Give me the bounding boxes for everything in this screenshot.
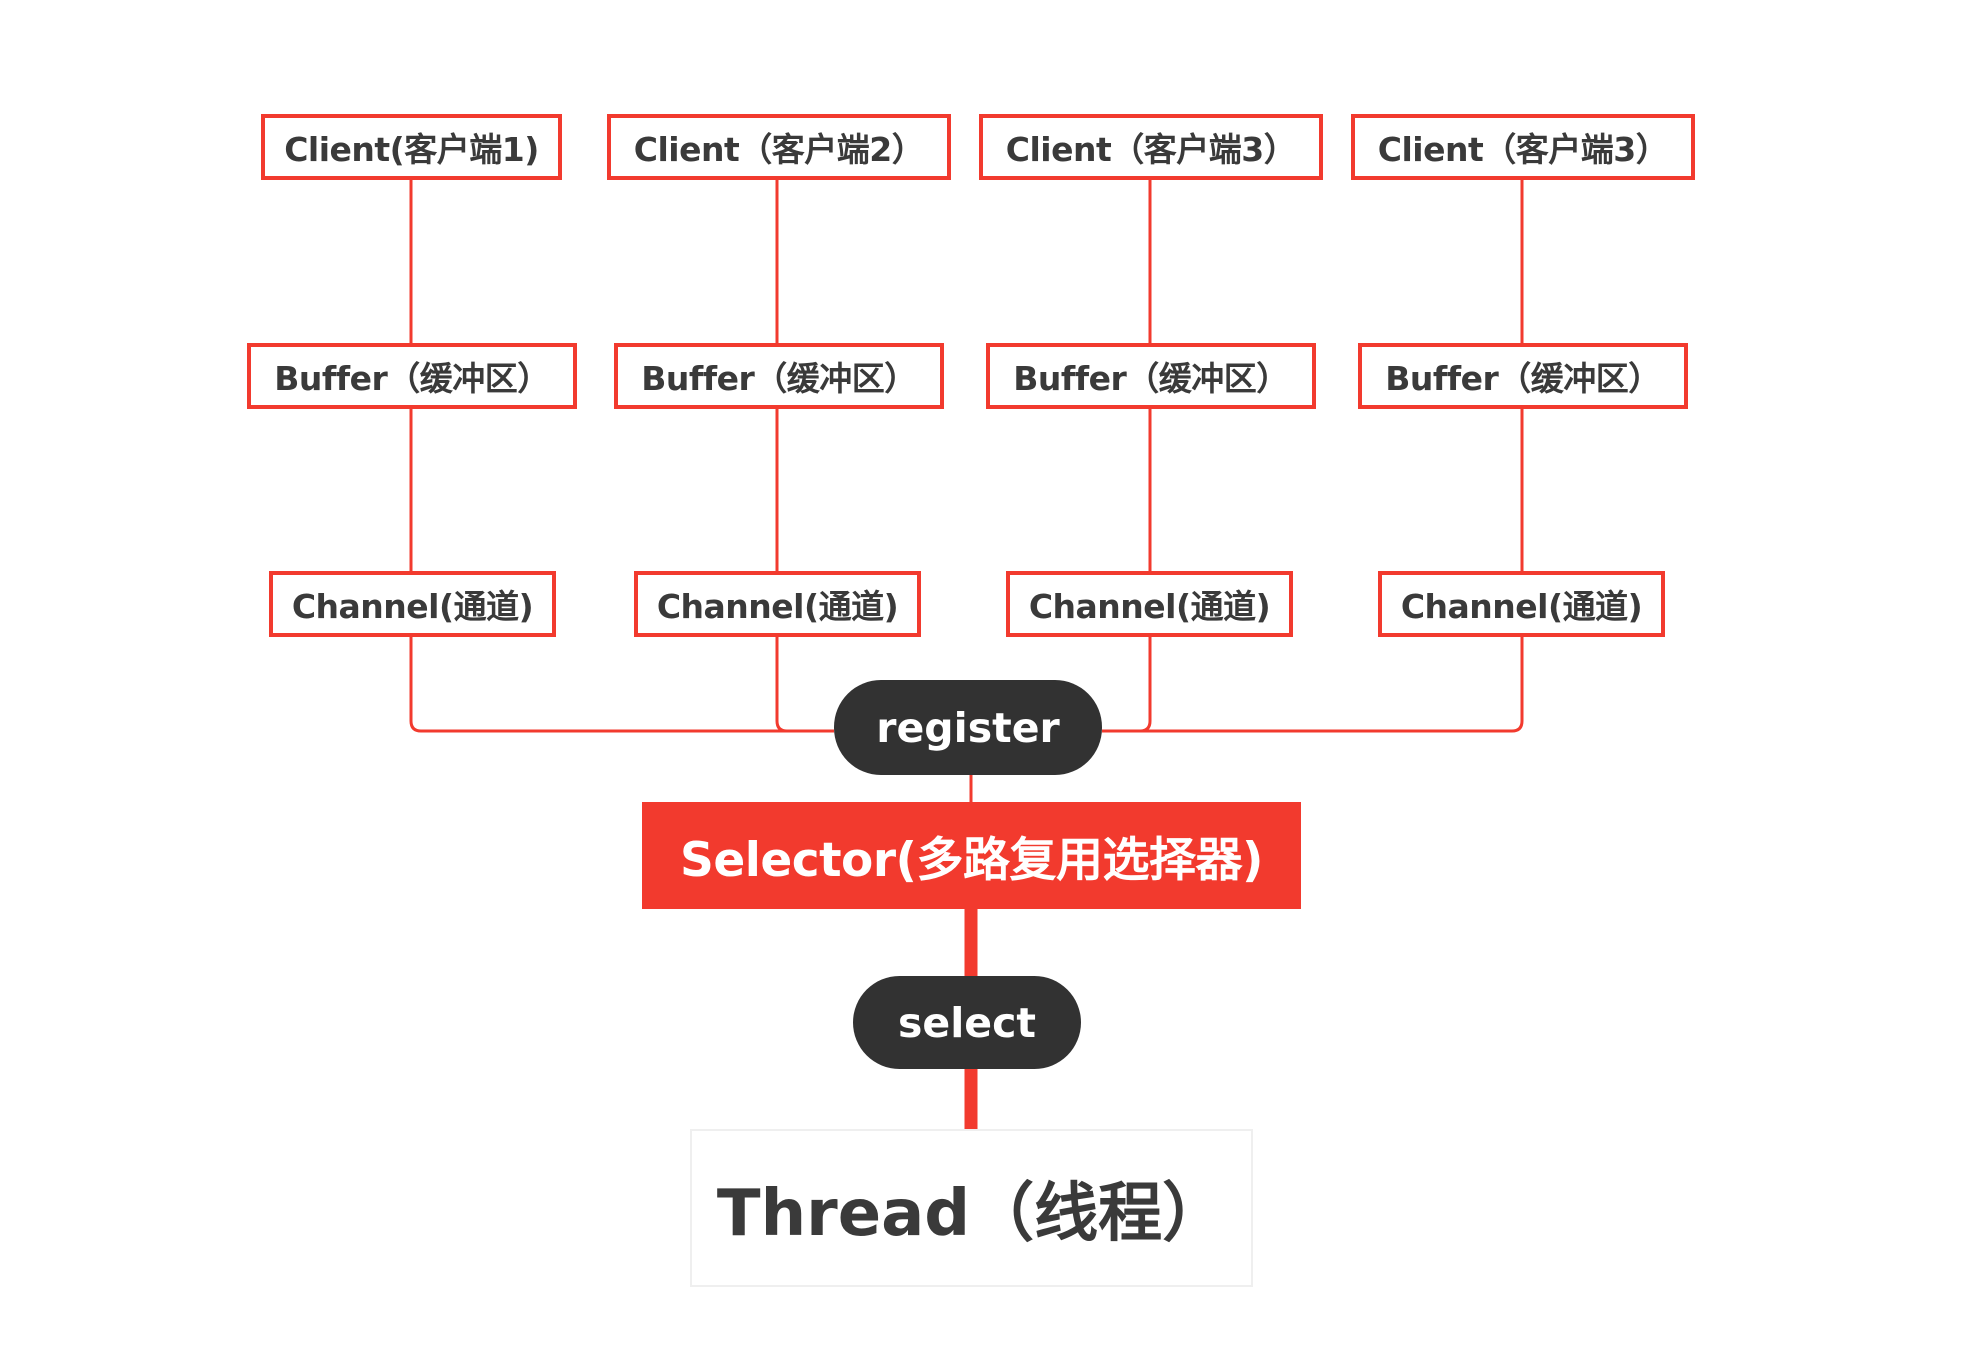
channel-node-2: Channel(通道) <box>634 571 921 637</box>
client-node-3: Client（客户端3） <box>979 114 1323 180</box>
channel-node-1-label: Channel(通道) <box>291 587 534 626</box>
thread-label: Thread（线程） <box>716 1177 1227 1251</box>
client-node-3-label: Client（客户端3） <box>1005 130 1297 169</box>
client-node-1: Client(客户端1) <box>261 114 562 180</box>
channel-node-4-label: Channel(通道) <box>1400 587 1643 626</box>
connector-channel2-register <box>775 635 834 733</box>
channel-node-1: Channel(通道) <box>269 571 556 637</box>
channel-node-2-label: Channel(通道) <box>656 587 899 626</box>
connector-channel4-register <box>1102 635 1524 733</box>
register-pill: register <box>834 680 1102 775</box>
connector-channel1-register <box>409 635 834 733</box>
thread-node: Thread（线程） <box>690 1129 1253 1287</box>
client-node-2: Client（客户端2） <box>607 114 951 180</box>
select-label: select <box>898 998 1036 1047</box>
buffer-node-4: Buffer（缓冲区） <box>1358 343 1688 409</box>
buffer-node-3: Buffer（缓冲区） <box>986 343 1316 409</box>
channel-node-3: Channel(通道) <box>1006 571 1293 637</box>
select-pill: select <box>853 976 1081 1069</box>
buffer-node-1: Buffer（缓冲区） <box>247 343 577 409</box>
client-node-1-label: Client(客户端1) <box>284 130 539 169</box>
buffer-node-1-label: Buffer（缓冲区） <box>274 359 550 398</box>
register-label: register <box>876 703 1060 752</box>
connector-channel3-register <box>1102 635 1152 733</box>
client-node-2-label: Client（客户端2） <box>633 130 925 169</box>
selector-label: Selector(多路复用选择器) <box>680 833 1263 888</box>
channel-node-4: Channel(通道) <box>1378 571 1665 637</box>
buffer-node-4-label: Buffer（缓冲区） <box>1385 359 1661 398</box>
buffer-node-2: Buffer（缓冲区） <box>614 343 944 409</box>
client-node-4-label: Client（客户端3） <box>1377 130 1669 169</box>
buffer-node-3-label: Buffer（缓冲区） <box>1013 359 1289 398</box>
selector-node: Selector(多路复用选择器) <box>642 802 1301 909</box>
client-node-4: Client（客户端3） <box>1351 114 1695 180</box>
buffer-node-2-label: Buffer（缓冲区） <box>641 359 917 398</box>
channel-node-3-label: Channel(通道) <box>1028 587 1271 626</box>
